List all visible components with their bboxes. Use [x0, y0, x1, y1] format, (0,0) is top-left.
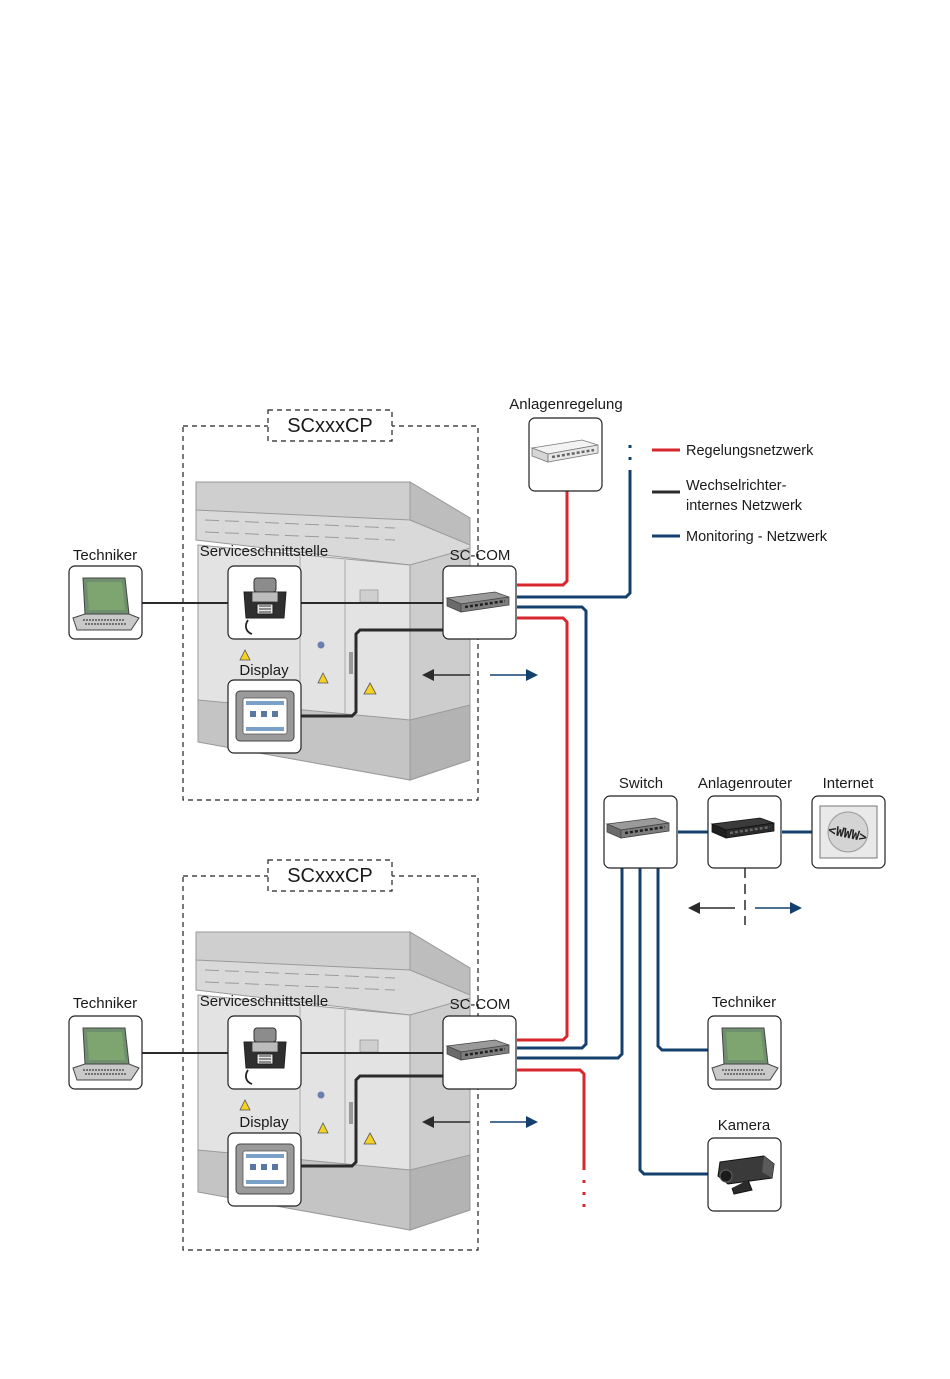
www-globe-icon: <WWW>: [820, 806, 877, 858]
sccom-bottom[interactable]: SC-COM: [443, 996, 516, 1089]
legend: Regelungsnetzwerk Wechselrichter- intern…: [652, 443, 828, 545]
anlagenrouter-node[interactable]: Anlagenrouter: [698, 775, 792, 868]
techniker-top[interactable]: Techniker: [69, 547, 142, 639]
techniker-label: Techniker: [73, 995, 137, 1012]
internet-node[interactable]: Internet <WWW>: [812, 775, 885, 868]
sccom-top[interactable]: SC-COM: [443, 547, 516, 639]
anlagenregelung-label: Anlagenregelung: [509, 396, 622, 413]
regelung-lines: [517, 491, 584, 1215]
sccom-label: SC-COM: [450, 996, 511, 1013]
techniker-bottom[interactable]: Techniker: [69, 995, 142, 1089]
unit-bottom: SCxxxCP: [183, 860, 478, 1250]
switch-node[interactable]: Switch: [604, 775, 677, 868]
legend-monitoring: Monitoring - Netzwerk: [686, 529, 828, 545]
sccom-label: SC-COM: [450, 547, 511, 564]
anlagenrouter-label: Anlagenrouter: [698, 775, 792, 792]
display-label: Display: [239, 1114, 289, 1131]
unit-title: SCxxxCP: [287, 415, 373, 437]
touch-display-icon: [236, 1144, 294, 1194]
techniker-label: Techniker: [712, 994, 776, 1011]
switch-label: Switch: [619, 775, 663, 792]
service-label: Serviceschnittstelle: [200, 993, 328, 1010]
internet-label: Internet: [823, 775, 875, 792]
techniker-right[interactable]: Techniker: [708, 994, 781, 1089]
kamera-node[interactable]: Kamera: [708, 1117, 781, 1211]
unit-top: SCxxxCP: [183, 410, 478, 800]
touch-display-icon: [236, 691, 294, 741]
unit-title: SCxxxCP: [287, 865, 373, 887]
anlagenregelung[interactable]: Anlagenregelung: [509, 396, 622, 491]
display-label: Display: [239, 662, 289, 679]
service-label: Serviceschnittstelle: [200, 543, 328, 560]
techniker-label: Techniker: [73, 547, 137, 564]
legend-intern-line1: Wechselrichter-: [686, 478, 787, 494]
legend-regelung: Regelungsnetzwerk: [686, 443, 814, 459]
kamera-label: Kamera: [718, 1117, 771, 1134]
legend-intern-line2: internes Netzwerk: [686, 498, 803, 514]
